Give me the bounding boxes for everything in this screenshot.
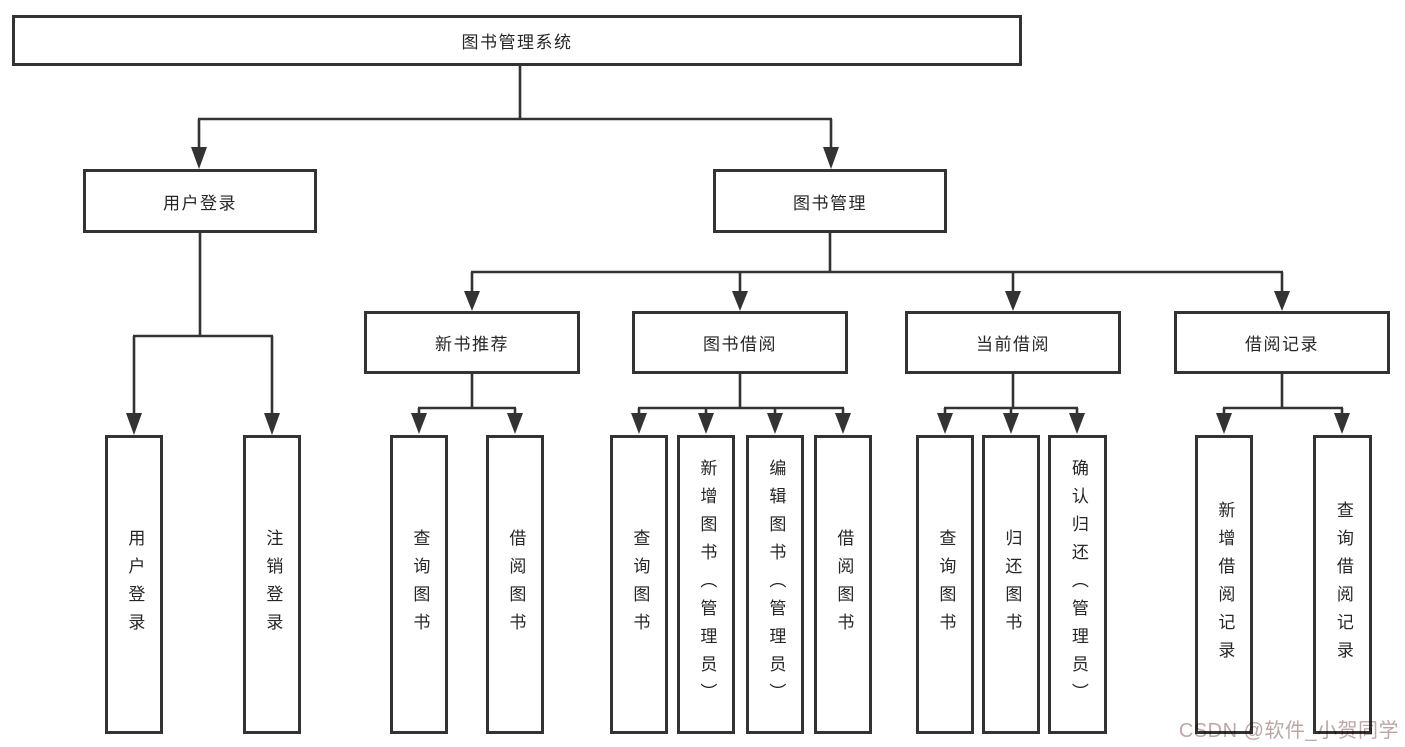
node-user-login: 用户登录 (83, 169, 317, 233)
arrow-down-icon (698, 413, 714, 434)
connector-current-borrow-children (937, 374, 1085, 434)
watermark: CSDN @软件_小贺同学 (1178, 720, 1399, 742)
node-label: 新增借阅记录 (1215, 500, 1235, 669)
arrow-down-icon (835, 413, 851, 434)
leaf-nb-query-book: 查询图书 (390, 435, 448, 734)
node-label: 编辑图书（管理员） (766, 458, 786, 711)
leaf-user-login: 用户登录 (105, 435, 163, 734)
node-label: 归还图书 (1002, 528, 1022, 641)
node-label: 确认归还（管理员） (1068, 458, 1088, 711)
node-label: 查询图书 (410, 528, 430, 641)
leaf-cb-query-book: 查询图书 (916, 435, 974, 734)
node-label: 用户登录 (125, 528, 145, 641)
leaf-bb-query-book: 查询图书 (610, 435, 668, 734)
connector-root-to-level2 (191, 66, 839, 169)
arrow-down-icon (631, 413, 647, 434)
node-label: 查询借阅记录 (1333, 500, 1353, 669)
arrow-down-icon (1003, 413, 1019, 434)
connector-new-book-recommend-children (411, 374, 523, 434)
leaf-br-add-record: 新增借阅记录 (1195, 435, 1253, 734)
leaf-cb-return-book: 归还图书 (982, 435, 1040, 734)
node-label: 注销登录 (263, 528, 283, 641)
leaf-nb-borrow-book: 借阅图书 (486, 435, 544, 734)
arrow-down-icon (1216, 413, 1232, 434)
arrow-down-icon (732, 291, 748, 311)
leaf-bb-add-book: 新增图书（管理员） (677, 435, 735, 734)
node-borrow-records: 借阅记录 (1174, 311, 1390, 374)
node-book-management: 图书管理 (713, 169, 947, 233)
leaf-bb-edit-book: 编辑图书（管理员） (746, 435, 804, 734)
arrow-down-icon (264, 413, 280, 435)
arrow-down-icon (767, 413, 783, 434)
leaf-logout: 注销登录 (243, 435, 301, 734)
connector-book-borrow-children (631, 374, 851, 434)
connector-borrow-records-children (1216, 374, 1350, 434)
connector-book-management-children (464, 233, 1290, 311)
node-book-borrow: 图书借阅 (632, 311, 848, 374)
node-root: 图书管理系统 (12, 15, 1022, 66)
node-label: 查询图书 (630, 528, 650, 641)
leaf-br-query-record: 查询借阅记录 (1313, 435, 1372, 734)
arrow-down-icon (507, 413, 523, 434)
leaf-bb-borrow-book: 借阅图书 (814, 435, 872, 734)
arrow-down-icon (1069, 413, 1085, 434)
arrow-down-icon (464, 291, 480, 311)
node-label: 借阅图书 (506, 528, 526, 641)
node-label: 新增图书（管理员） (697, 458, 717, 711)
arrow-down-icon (937, 413, 953, 434)
arrow-down-icon (1274, 291, 1290, 311)
arrow-down-icon (126, 413, 142, 435)
arrow-down-icon (1334, 413, 1350, 434)
arrow-down-icon (1005, 291, 1021, 311)
connector-user-login-children (126, 233, 280, 435)
node-label: 借阅图书 (834, 528, 854, 641)
arrow-down-icon (823, 147, 839, 169)
arrow-down-icon (411, 413, 427, 434)
arrow-down-icon (191, 147, 207, 169)
node-new-book-recommend: 新书推荐 (364, 311, 580, 374)
node-label: 查询图书 (936, 528, 956, 641)
leaf-cb-confirm-return: 确认归还（管理员） (1048, 435, 1107, 734)
node-current-borrow: 当前借阅 (905, 311, 1121, 374)
